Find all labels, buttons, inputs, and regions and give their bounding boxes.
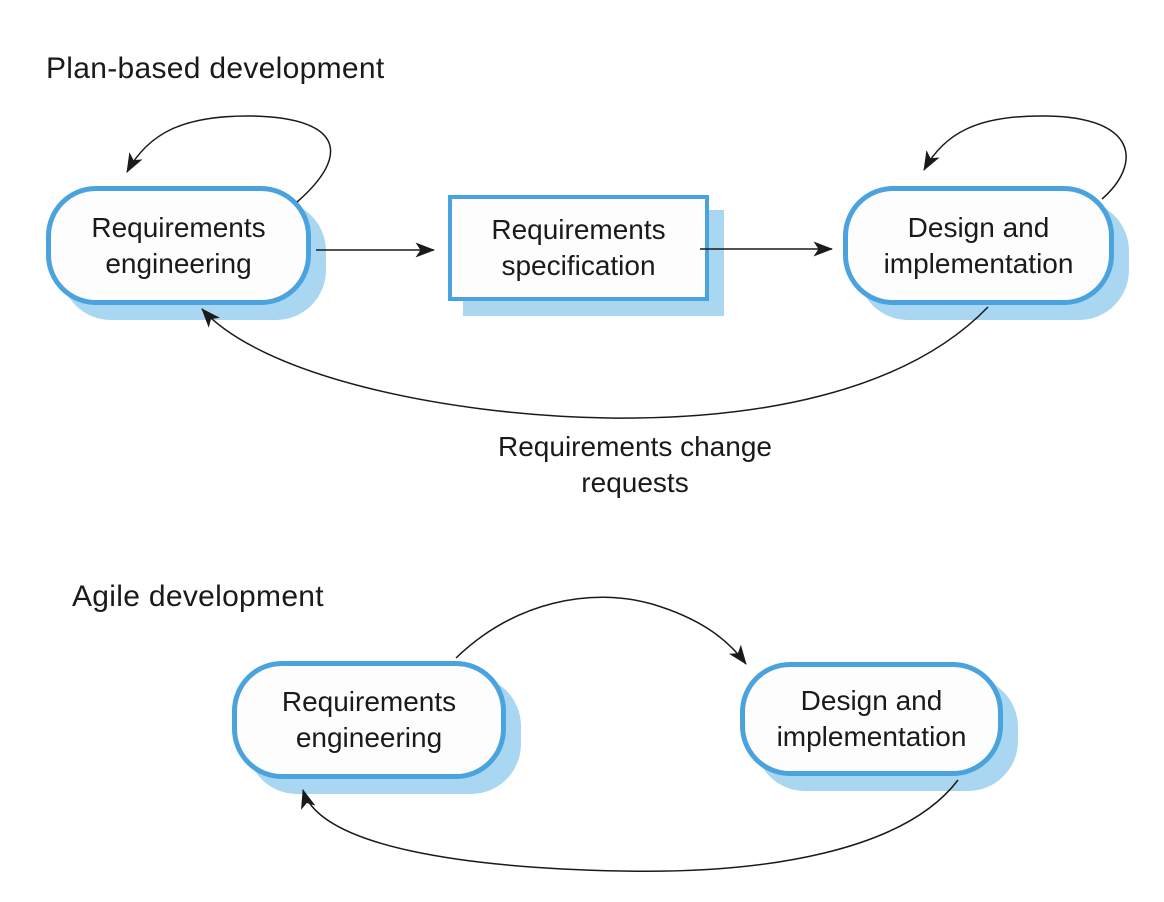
agile-arrow-req-eng-to-design-impl bbox=[455, 596, 747, 665]
agile-node-design-and-implementation: Design and implementation bbox=[740, 662, 1003, 776]
plan-feedback-arrow-change-requests bbox=[201, 306, 989, 419]
node-label-line: Requirements bbox=[491, 214, 666, 245]
node-label-line: Design and bbox=[907, 211, 1050, 243]
node-label-line: specification bbox=[501, 250, 656, 281]
agile-arrow-design-impl-to-req-eng bbox=[301, 779, 959, 872]
agile-section-title: Agile development bbox=[72, 580, 324, 613]
edge-label-line: requests bbox=[581, 467, 689, 498]
plan-node-design-and-implementation: Design and implementation bbox=[843, 186, 1114, 305]
node-label-line: implementation bbox=[776, 721, 967, 752]
plan-section-title: Plan-based development bbox=[46, 52, 385, 85]
node-label-line: Requirements bbox=[91, 211, 266, 243]
node-label-line: implementation bbox=[883, 247, 1074, 279]
node-label-line: Requirements bbox=[281, 686, 457, 717]
edge-label-line: Requirements change bbox=[498, 431, 772, 462]
plan-node-requirements-engineering: Requirements engineering bbox=[46, 186, 311, 305]
edge-label-requirements-change-requests: Requirements change requests bbox=[435, 429, 835, 501]
node-label-line: engineering bbox=[295, 722, 443, 753]
node-label-line: Design and bbox=[800, 685, 943, 716]
plan-node-requirements-specification: Requirements specification bbox=[448, 195, 709, 301]
agile-node-requirements-engineering: Requirements engineering bbox=[232, 661, 506, 779]
node-label-line: engineering bbox=[105, 247, 252, 279]
